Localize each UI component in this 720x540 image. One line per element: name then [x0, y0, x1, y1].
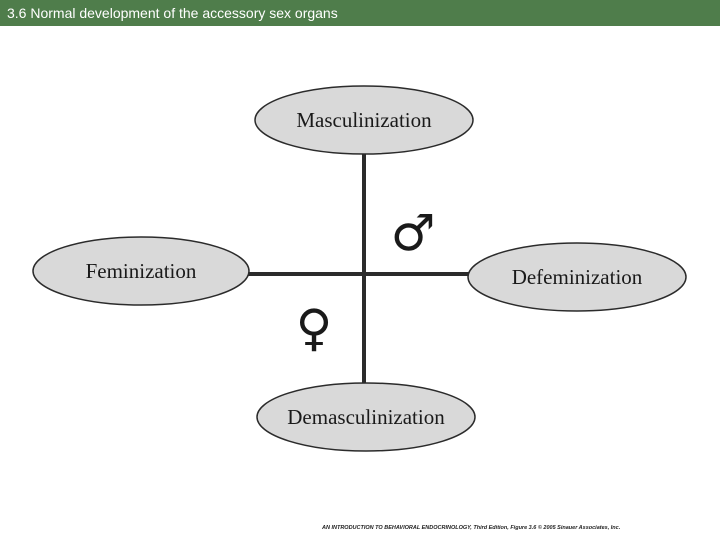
node-feminization: Feminization — [32, 236, 250, 306]
slide-title-bar: 3.6 Normal development of the accessory … — [0, 0, 720, 26]
figure-credit: AN INTRODUCTION TO BEHAVIORAL ENDOCRINOL… — [322, 525, 621, 531]
node-feminization-ellipse — [32, 236, 250, 306]
node-masculinization-label: Masculinization — [296, 108, 432, 132]
node-demasculinization-ellipse — [256, 382, 476, 452]
node-defeminization: Defeminization — [467, 242, 687, 312]
node-defeminization-label: Defeminization — [512, 265, 643, 289]
slide-title: 3.6 Normal development of the accessory … — [7, 5, 338, 21]
male-symbol-icon: ♂ — [391, 204, 436, 262]
node-demasculinization: Demasculinization — [256, 382, 476, 452]
node-demasculinization-label: Demasculinization — [287, 405, 445, 429]
node-feminization-label: Feminization — [86, 259, 197, 283]
node-masculinization-ellipse — [254, 85, 474, 155]
female-symbol-icon: ♀ — [296, 299, 333, 357]
node-defeminization-ellipse — [467, 242, 687, 312]
node-masculinization: Masculinization — [254, 85, 474, 155]
